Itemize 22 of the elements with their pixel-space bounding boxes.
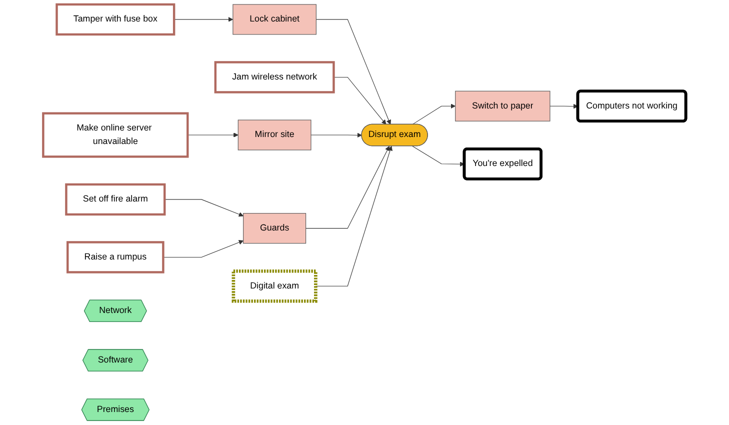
arrow — [333, 76, 386, 125]
arrow — [412, 104, 456, 125]
arrow — [174, 17, 234, 22]
arrow — [316, 19, 392, 125]
node-box: Raise a rumpus — [66, 241, 164, 274]
node-box: Mirror site — [238, 120, 312, 150]
arrow — [162, 240, 244, 258]
node-box: Guards — [243, 213, 306, 244]
arrow — [306, 146, 390, 229]
arrow — [187, 132, 238, 138]
arrow — [412, 146, 465, 167]
node-box: Switch to paper — [455, 90, 550, 122]
arrow — [550, 104, 578, 109]
node-box: Jam wireless network — [214, 61, 335, 94]
arrow — [315, 146, 392, 286]
node-box: Lock cabinet — [232, 4, 316, 35]
node-box: Set off fire alarm — [65, 183, 166, 216]
node-box: Make online server unavailable — [42, 112, 189, 158]
node-box: Tamper with fuse box — [56, 3, 176, 36]
node-box: Digital exam — [232, 269, 318, 303]
arrow — [310, 132, 362, 138]
arrow — [164, 199, 244, 217]
